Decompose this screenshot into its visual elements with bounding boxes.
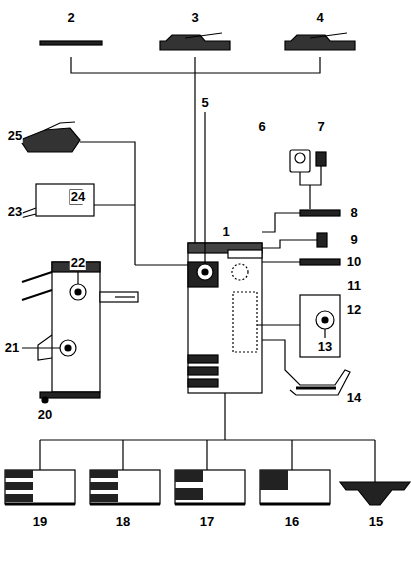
- callout-number: 10: [346, 255, 362, 269]
- callout-number: 15: [368, 515, 384, 529]
- callout-number: 3: [190, 11, 199, 25]
- callout-number: 6: [257, 120, 266, 134]
- callout-number: 16: [284, 515, 300, 529]
- callout-number: 11: [346, 279, 362, 293]
- callout-number: 21: [4, 341, 20, 355]
- callout-number: 7: [316, 120, 325, 134]
- callout-number: 9: [349, 233, 358, 247]
- callout-number: 5: [200, 96, 209, 110]
- callout-number: 12: [346, 303, 362, 317]
- callout-number: 13: [317, 340, 333, 354]
- callout-number: 17: [199, 515, 215, 529]
- callout-number: 24: [70, 190, 86, 204]
- callout-number: 22: [70, 256, 86, 270]
- callout-number: 14: [346, 391, 362, 405]
- callout-number: 4: [315, 11, 324, 25]
- callout-number: 1: [221, 225, 230, 239]
- callout-number: 25: [7, 129, 23, 143]
- callout-number: 8: [349, 206, 358, 220]
- callout-number: 20: [37, 408, 53, 422]
- callout-number: 19: [32, 515, 48, 529]
- callout-number: 2: [66, 11, 75, 25]
- callout-number: 23: [7, 205, 23, 219]
- callout-number: 18: [115, 515, 131, 529]
